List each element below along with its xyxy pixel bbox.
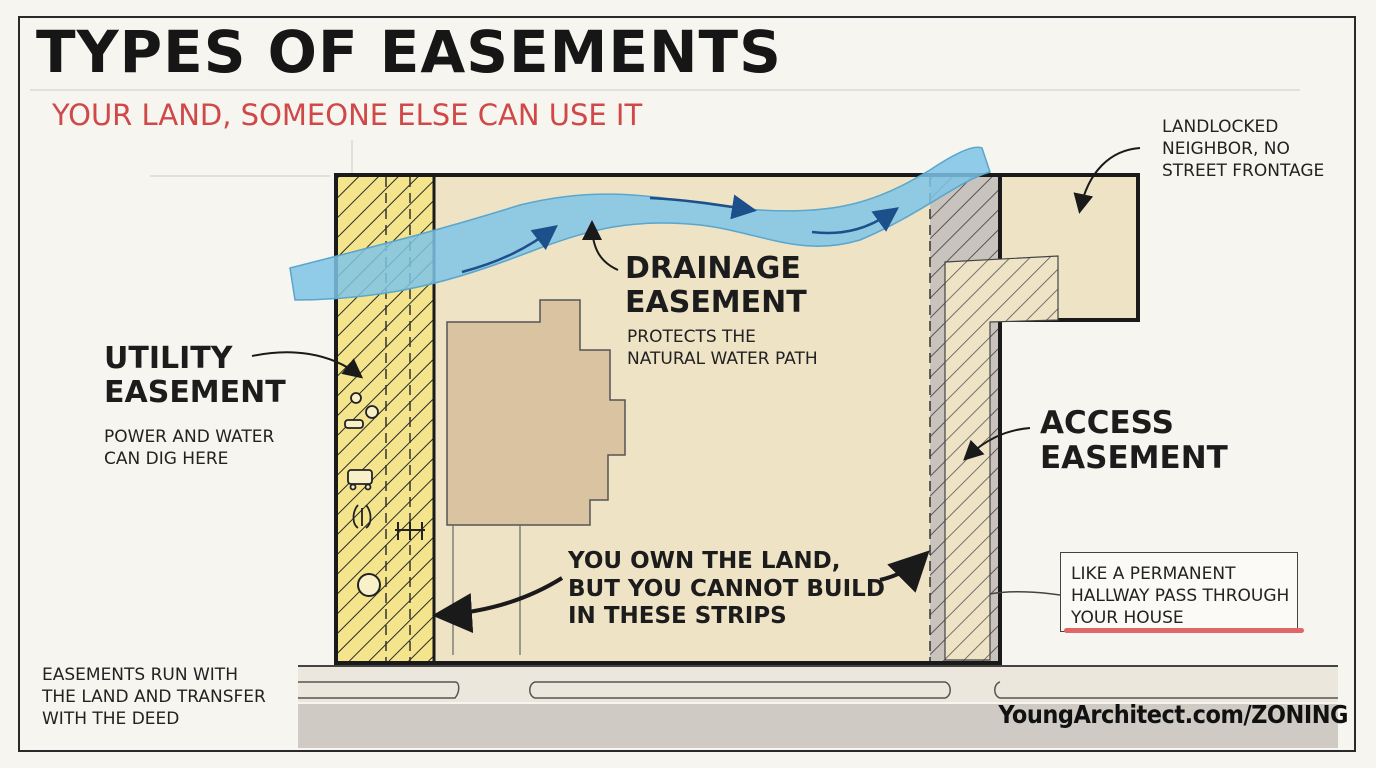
stream-flow-arrow-3 bbox=[811, 207, 900, 235]
manhole-icon bbox=[357, 573, 381, 597]
landlocked-label: LANDLOCKED NEIGHBOR, NO STREET FRONTAGE bbox=[1162, 117, 1325, 182]
utility-box-icon bbox=[347, 469, 373, 491]
hallway-note-arrow bbox=[989, 591, 1061, 596]
utility-easement-title: UTILITY EASEMENT bbox=[104, 341, 286, 410]
utility-easement-desc: POWER AND WATER CAN DIG HERE bbox=[104, 427, 275, 470]
stream-flow-arrow-1 bbox=[461, 224, 558, 274]
page-subtitle: YOUR LAND, SOMEONE ELSE CAN USE IT bbox=[52, 98, 643, 132]
callout-arrow-right bbox=[879, 550, 930, 593]
stream-flow-arrow-2 bbox=[649, 194, 757, 220]
run-with-land-note: EASEMENTS RUN WITH THE LAND AND TRANSFER… bbox=[42, 665, 266, 730]
drainage-arrow bbox=[582, 220, 619, 271]
drainage-easement-title: DRAINAGE EASEMENT bbox=[625, 251, 807, 320]
callout-arrow-left bbox=[432, 576, 564, 634]
page-title: TYPES OF EASEMENTS bbox=[36, 18, 782, 86]
access-driveway bbox=[944, 255, 1059, 661]
access-easement-title: ACCESS EASEMENT bbox=[1040, 405, 1228, 476]
center-callout: YOU OWN THE LAND, BUT YOU CANNOT BUILD I… bbox=[568, 548, 885, 630]
utility-arrow bbox=[251, 351, 364, 379]
hallway-note: LIKE A PERMANENT HALLWAY PASS THROUGH YO… bbox=[1060, 552, 1298, 632]
credit-link[interactable]: YoungArchitect.com/ZONING bbox=[998, 700, 1348, 729]
pipe-icon bbox=[344, 392, 379, 429]
house-footprint bbox=[446, 299, 626, 526]
page-frame bbox=[18, 16, 1356, 752]
access-arrow bbox=[963, 427, 1031, 461]
hallway-note-highlight bbox=[1064, 628, 1304, 633]
sidewalk bbox=[298, 665, 1338, 702]
drainage-easement-desc: PROTECTS THE NATURAL WATER PATH bbox=[627, 327, 818, 370]
landlocked-arrow bbox=[1073, 147, 1141, 214]
valve-icon bbox=[352, 504, 372, 529]
valve-icon-2 bbox=[395, 522, 425, 540]
road bbox=[298, 704, 1338, 748]
